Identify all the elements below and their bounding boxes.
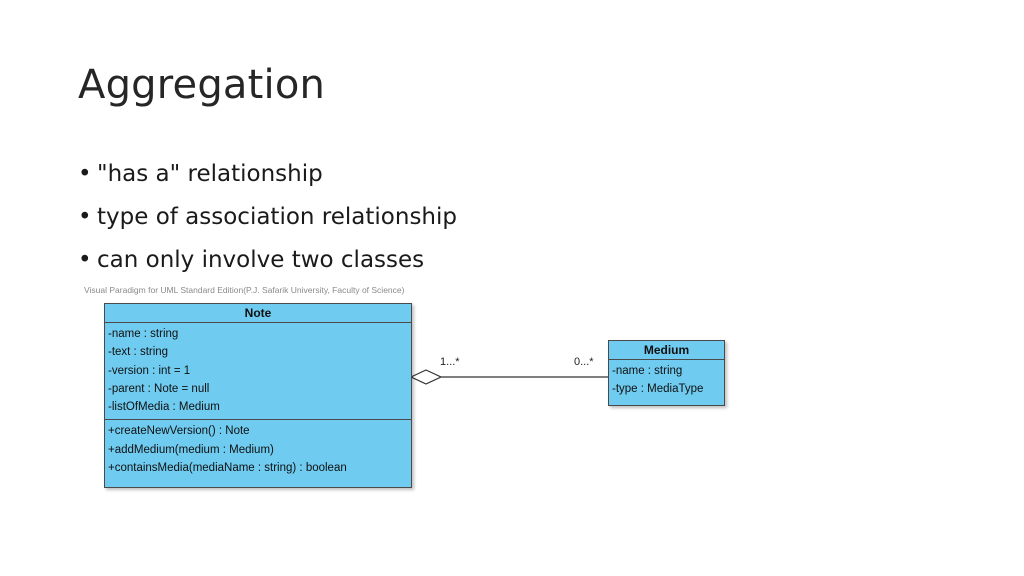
operation-row: +addMedium(medium : Medium) [108,443,274,456]
bullet-text: "has a" relationship [97,161,323,187]
whole-multiplicity: 1...* [440,356,460,368]
attribute-row: -parent : Note = null [108,382,210,395]
bullet-item: •"has a" relationship [78,153,457,196]
bullet-dot: • [78,161,92,187]
aggregation-diamond-icon [409,369,443,385]
bullet-dot: • [78,204,92,230]
part-multiplicity: 0...* [574,356,594,368]
bullet-list: •"has a" relationship •type of associati… [78,153,457,282]
bullet-item: •can only involve two classes [78,239,457,282]
diagram-watermark: Visual Paradigm for UML Standard Edition… [84,285,405,295]
operation-row: +containsMedia(mediaName : string) : boo… [108,462,347,475]
slide-title: Aggregation [78,62,326,108]
attribute-row: -name : string [108,328,179,340]
attribute-row: -version : int = 1 [108,364,191,377]
class-name: Medium [609,341,724,360]
attribute-row: -name : string [612,365,683,377]
class-name: Note [105,304,411,323]
bullet-text: type of association relationship [97,204,457,230]
attributes-section: -name : string -text : string -version :… [105,323,411,419]
attribute-row: -type : MediaType [612,383,704,396]
bullet-dot: • [78,247,92,273]
note-class-box[interactable]: Note -name : string -text : string -vers… [104,303,412,488]
bullet-item: •type of association relationship [78,196,457,239]
attributes-section: -name : string -type : MediaType [609,360,724,402]
bullet-text: can only involve two classes [97,247,425,273]
operations-section: +createNewVersion() : Note +addMedium(me… [105,419,411,480]
medium-class-box[interactable]: Medium -name : string -type : MediaType [608,340,725,406]
attribute-row: -listOfMedia : Medium [108,401,220,414]
attribute-row: -text : string [108,346,169,359]
operation-row: +createNewVersion() : Note [108,425,250,438]
